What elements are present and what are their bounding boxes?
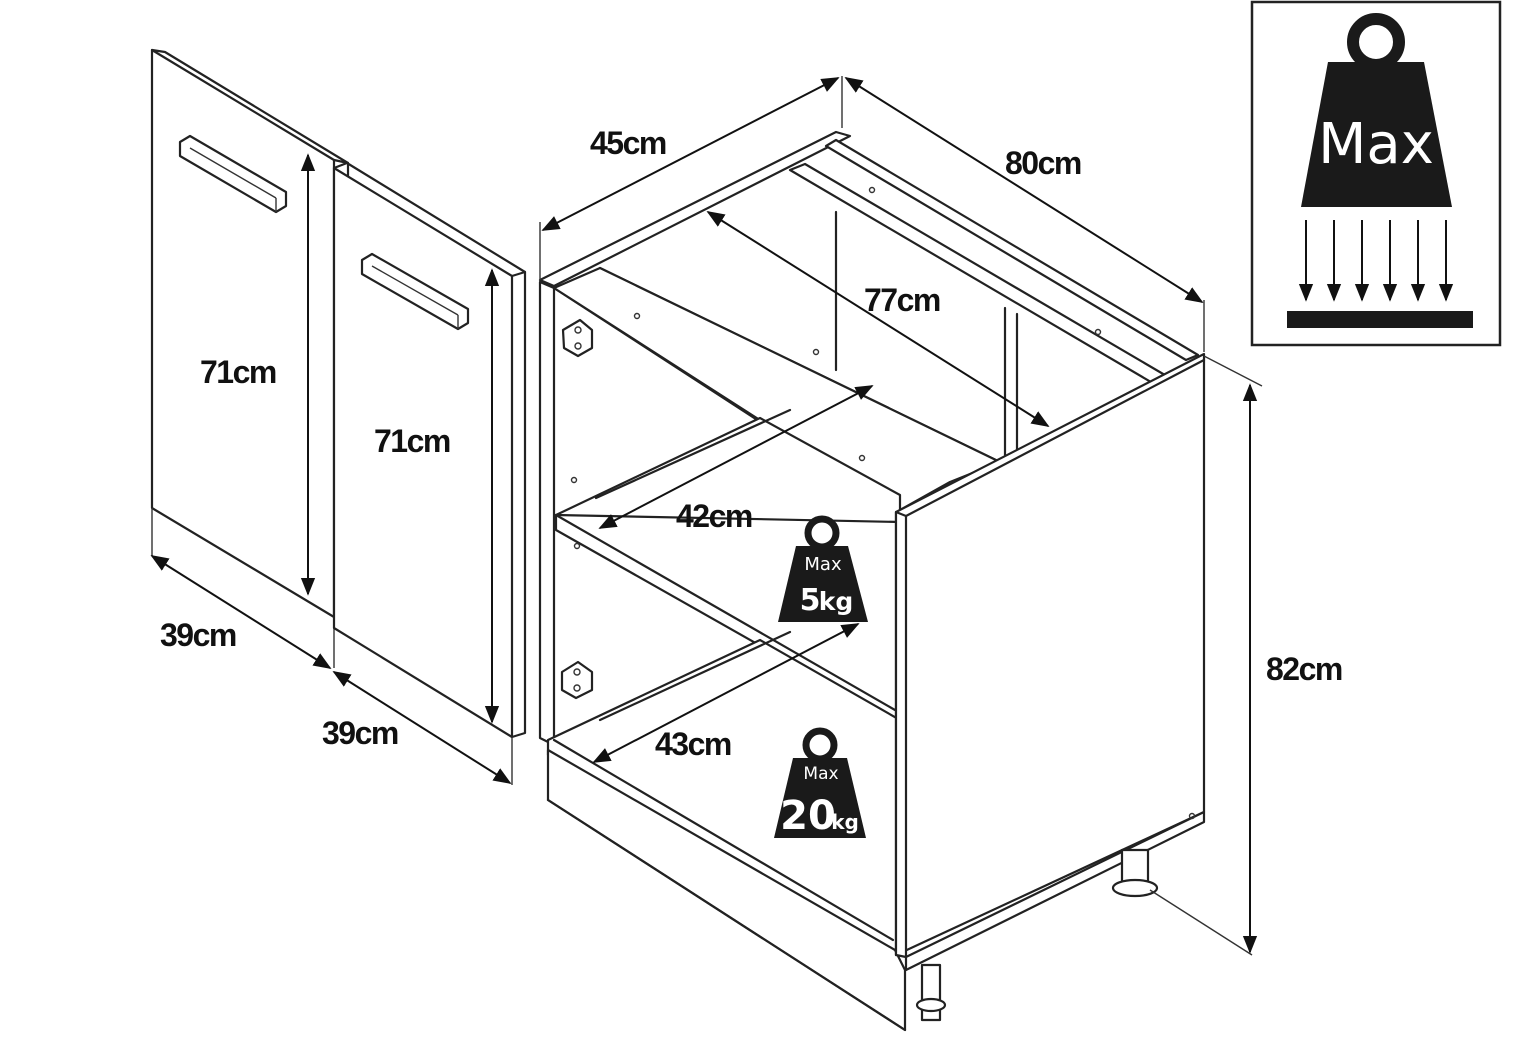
- door-left-width-label: 39cm: [160, 617, 236, 653]
- dimension-arrow: [592, 623, 860, 763]
- cabinet-depth-label: 45cm: [590, 125, 666, 161]
- bottom-load-value: 20: [780, 793, 836, 839]
- inner-width-label: 77cm: [864, 282, 940, 318]
- screw-hole: [573, 542, 581, 550]
- dimension-arrow: [598, 385, 874, 529]
- dimension-arrow: [706, 211, 1050, 427]
- dimension-lines: [150, 76, 1263, 956]
- weight-icon: Max 20 kg: [774, 727, 866, 839]
- screw-hole: [812, 348, 820, 356]
- bottom-load-unit: kg: [831, 810, 859, 834]
- max-load-label: Max: [1318, 112, 1434, 177]
- right-door-handle: [360, 252, 470, 331]
- shelf-depth-label: 42cm: [676, 498, 752, 534]
- screw-hole: [633, 312, 641, 320]
- bottom-load-label: Max: [803, 764, 838, 784]
- right-door: [332, 161, 527, 785]
- screw-hole: [868, 186, 876, 194]
- door-left-height-label: 71cm: [200, 354, 276, 390]
- dimension-arrow: [332, 671, 512, 784]
- cabinet-leg: [915, 963, 947, 1022]
- max-load-badge: Max: [1250, 0, 1502, 347]
- screw-hole: [1188, 812, 1196, 820]
- dimension-arrow: [150, 555, 332, 669]
- down-arrows-icon: [1298, 220, 1454, 302]
- screw-hole: [570, 476, 578, 484]
- screw-hole: [1094, 328, 1102, 336]
- weight-icon: Max: [1301, 13, 1452, 207]
- dimension-arrow: [541, 77, 840, 231]
- cabinet-leg: [1111, 848, 1159, 898]
- shelf-load-value: 5: [800, 583, 821, 618]
- door-right-height-label: 71cm: [374, 423, 450, 459]
- hinge-icon: [560, 660, 594, 700]
- bottom-depth-label: 43cm: [655, 726, 731, 762]
- base-surface: [1287, 311, 1473, 328]
- door-right-width-label: 39cm: [322, 715, 398, 751]
- shelf-load-unit: kg: [819, 587, 854, 616]
- left-door-handle: [178, 134, 288, 214]
- weight-icon: Max 5 kg: [778, 515, 868, 622]
- cabinet-carcass: [538, 130, 1206, 1032]
- cabinet-width-label: 80cm: [1005, 145, 1081, 181]
- shelf-load-label: Max: [804, 554, 842, 575]
- cabinet-height-label: 82cm: [1266, 651, 1342, 687]
- dimension-arrow: [844, 77, 1204, 303]
- hinge-icon: [561, 318, 594, 358]
